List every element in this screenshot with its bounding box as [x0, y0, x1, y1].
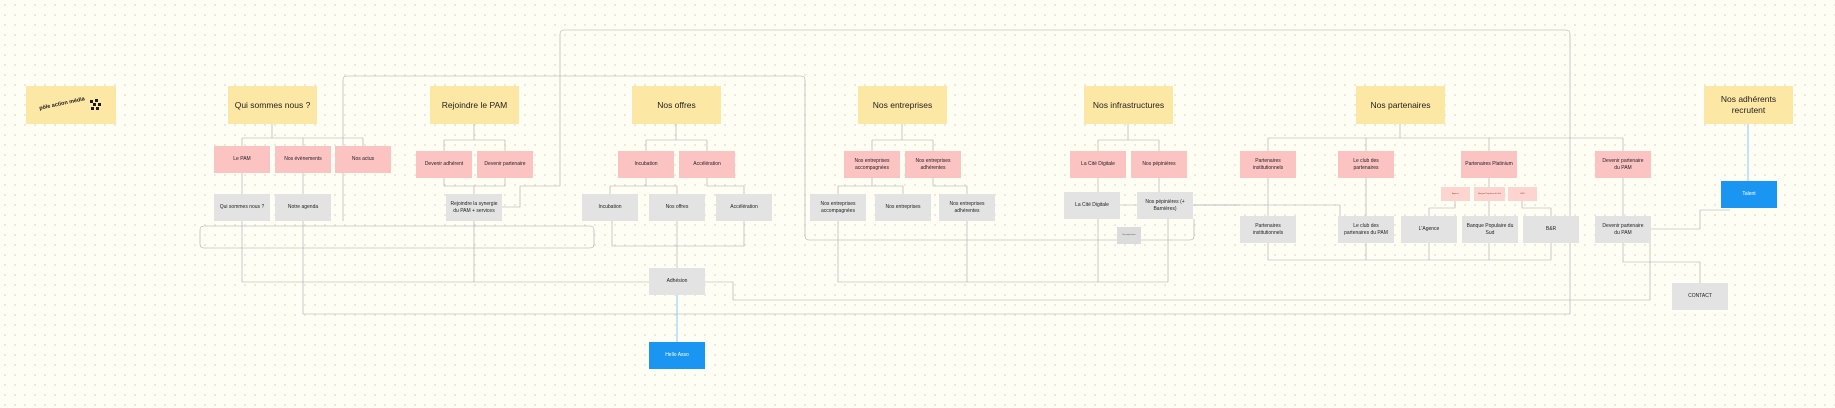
category-nos-evenements[interactable]: Nos évènements	[275, 146, 331, 173]
connector-line	[302, 221, 1571, 315]
category-nos-pepinieres[interactable]: Nos pépinières	[1131, 151, 1187, 178]
connector-line	[609, 178, 745, 194]
page-entreprises-accompagnees[interactable]: Nos entreprises accompagnées	[810, 194, 866, 221]
connector-line	[1428, 178, 1552, 216]
connector-line	[837, 178, 968, 194]
connector-line	[241, 221, 649, 283]
category-incubation[interactable]: Incubation	[618, 151, 674, 178]
connector-line	[1267, 178, 1367, 216]
connector-line	[611, 207, 745, 247]
logo-line: action	[51, 100, 69, 110]
category-partenaires-institutionnels[interactable]: Partenaires institutionnels	[1240, 151, 1296, 178]
page-nos-entreprises[interactable]: Nos entreprises	[875, 194, 931, 221]
connector-line	[871, 124, 934, 151]
category-devenir-adherent[interactable]: Devenir adhérent	[416, 151, 472, 178]
connector-line	[443, 124, 506, 151]
logo-line: média	[68, 96, 86, 106]
connector-line	[1267, 243, 1552, 261]
page-partenaires-institutionnels[interactable]: Partenaires institutionnels	[1240, 216, 1296, 243]
connector-line	[1622, 243, 1701, 283]
connector-line	[837, 219, 1169, 283]
page-la-cite-digitale[interactable]: La Cité Digitale	[1064, 192, 1120, 219]
category-partenaires-platinium[interactable]: Partenaires Platinium	[1461, 151, 1517, 178]
mini-note-banque: Banque Populaire du Sud	[1474, 187, 1505, 201]
category-devenir-partenaire[interactable]: Devenir partenaire	[477, 151, 533, 178]
page-nos-offres[interactable]: Nos offres	[649, 194, 705, 221]
header-rejoindre-le-pam[interactable]: Rejoindre le PAM	[430, 86, 519, 124]
page-banque-populaire-du-sud[interactable]: Banque Populaire du Sud	[1462, 216, 1518, 243]
connector-line	[502, 185, 560, 208]
mini-note-br: B&R	[1508, 187, 1537, 201]
page-contact[interactable]: CONTACT	[1672, 283, 1728, 310]
page-entreprises-adherentes[interactable]: Nos entreprises adhérentes	[939, 194, 995, 221]
connector-line	[342, 75, 1195, 241]
connector-line	[1097, 178, 1160, 192]
connector-line	[199, 225, 595, 249]
connector-line	[241, 173, 304, 194]
category-devenir-partenaire-du-pam[interactable]: Devenir partenaire du PAM	[1595, 151, 1651, 178]
category-acceleration[interactable]: Accélération	[679, 151, 735, 178]
header-nos-partenaires[interactable]: Nos partenaires	[1356, 86, 1445, 124]
logo-line: pôle	[39, 103, 52, 113]
connector-line	[1651, 209, 1730, 230]
page-acceleration[interactable]: Accélération	[716, 194, 772, 221]
page-notre-agenda[interactable]: Notre agenda	[275, 194, 331, 221]
page-devenir-partenaire-du-pam[interactable]: Devenir partenaire du PAM	[1595, 216, 1651, 243]
page-b-and-r[interactable]: B&R	[1523, 216, 1579, 243]
header-nos-adherents-recrutent[interactable]: Nos adhérents recrutent	[1704, 86, 1793, 124]
page-qui-sommes-nous[interactable]: Qui sommes nous ?	[214, 194, 270, 221]
header-nos-infrastructures[interactable]: Nos infrastructures	[1084, 86, 1173, 124]
pam-logo-card: pôle action média	[26, 86, 116, 124]
connector-line	[1267, 124, 1624, 151]
category-le-pam[interactable]: Le PAM	[214, 146, 270, 173]
action-hello-asso[interactable]: Hello Asso	[649, 342, 705, 369]
connector-line	[705, 243, 1651, 301]
connector-line	[1097, 124, 1160, 151]
connector-line	[559, 29, 1571, 216]
page-nos-pepinieres[interactable]: Nos pépinières (+ Barnières)	[1137, 192, 1193, 219]
header-nos-entreprises[interactable]: Nos entreprises	[858, 86, 947, 124]
connector-line	[645, 124, 708, 151]
connector-line	[966, 219, 1099, 282]
page-incubation[interactable]: Incubation	[582, 194, 638, 221]
page-rejoindre-la-synergie[interactable]: Rejoindre la synergie du PAM + services	[446, 194, 502, 221]
category-la-cite-digitale[interactable]: La Cité Digitale	[1070, 151, 1126, 178]
category-entreprises-accompagnees[interactable]: Nos entreprises accompagnées	[844, 151, 900, 178]
category-club-des-partenaires[interactable]: Le club des partenaires	[1338, 151, 1394, 178]
category-entreprises-adherentes[interactable]: Nos entreprises adhérentes	[905, 151, 961, 178]
page-club-des-partenaires[interactable]: Le club des partenaires du PAM	[1338, 216, 1394, 243]
header-qui-sommes-nous[interactable]: Qui sommes nous ?	[228, 86, 317, 124]
action-talent[interactable]: Talent	[1721, 181, 1777, 208]
mini-note-pepinieres: Nos pépinières	[1117, 227, 1141, 244]
category-nos-actus[interactable]: Nos actus	[335, 146, 391, 173]
header-nos-offres[interactable]: Nos offres	[632, 86, 721, 124]
pam-logo-icon	[89, 99, 101, 110]
page-l-agence[interactable]: L'Agence	[1401, 216, 1457, 243]
page-adhesion[interactable]: Adhésion	[649, 268, 705, 295]
pam-logo-text: pôle action média	[39, 96, 86, 113]
connector-line	[241, 124, 364, 146]
mini-note-agence: Agence	[1441, 187, 1470, 201]
connector-line	[443, 178, 506, 194]
